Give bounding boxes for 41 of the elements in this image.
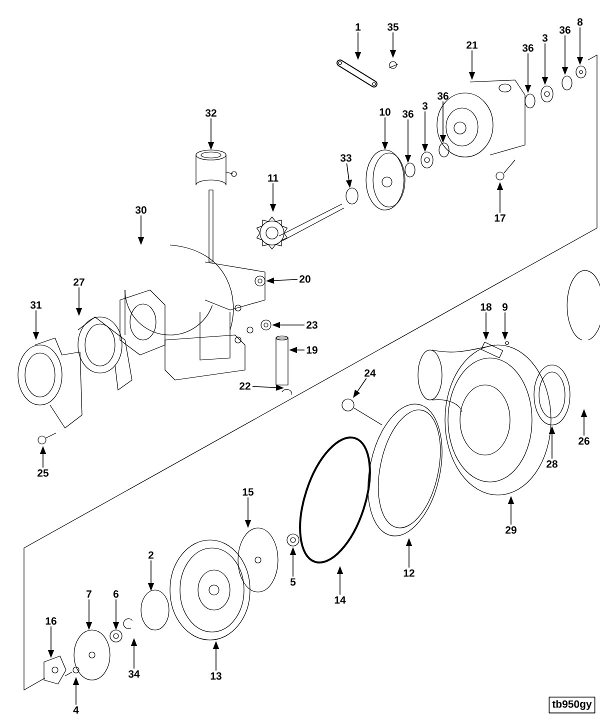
callout-number: 36 [559, 26, 570, 34]
callout-number: 33 [340, 154, 352, 162]
callout-number: 18 [480, 303, 492, 311]
callout-number: 32 [205, 109, 216, 117]
callout-number: 2 [148, 551, 154, 559]
callout-number: 36 [522, 44, 534, 52]
callout-number: 6 [113, 590, 119, 598]
callout-number: 25 [38, 469, 49, 477]
callout-number: 11 [268, 174, 278, 182]
callout-number: 13 [210, 672, 222, 680]
callout-number: 30 [135, 206, 146, 214]
callout-number: 27 [74, 278, 84, 286]
callout-number: 16 [46, 617, 56, 625]
callout-number: 28 [546, 460, 558, 468]
callout-number: 31 [30, 301, 42, 309]
callout-number: 24 [364, 369, 376, 377]
callout-number: 29 [506, 526, 516, 534]
callout-number: 36 [402, 110, 414, 118]
callout-number: 12 [404, 569, 414, 577]
callout-number: 19 [306, 346, 318, 354]
callout-number: 15 [242, 488, 254, 496]
callout-number: 10 [380, 108, 390, 116]
callout-number: 5 [290, 578, 296, 586]
callout-number: 26 [578, 437, 590, 445]
callout-number: 17 [494, 214, 506, 222]
callout-number: 21 [466, 41, 478, 49]
callout-number: 3 [542, 34, 548, 42]
callout-number: 22 [240, 382, 250, 390]
callout-number: 14 [334, 596, 346, 604]
callout-number: 7 [86, 590, 92, 598]
callout-number: 8 [577, 18, 583, 26]
callout-number: 35 [387, 23, 399, 31]
callout-number: 1 [356, 23, 361, 31]
callout-number: 9 [502, 303, 508, 311]
figure-code-box: tb950gy [548, 696, 596, 714]
callout-number: 34 [128, 670, 140, 678]
callout-number: 36 [437, 92, 448, 100]
callout-number: 20 [300, 275, 310, 283]
callout-number: 3 [422, 102, 428, 110]
callout-number: 4 [73, 706, 79, 714]
callout-number: 23 [306, 321, 318, 329]
